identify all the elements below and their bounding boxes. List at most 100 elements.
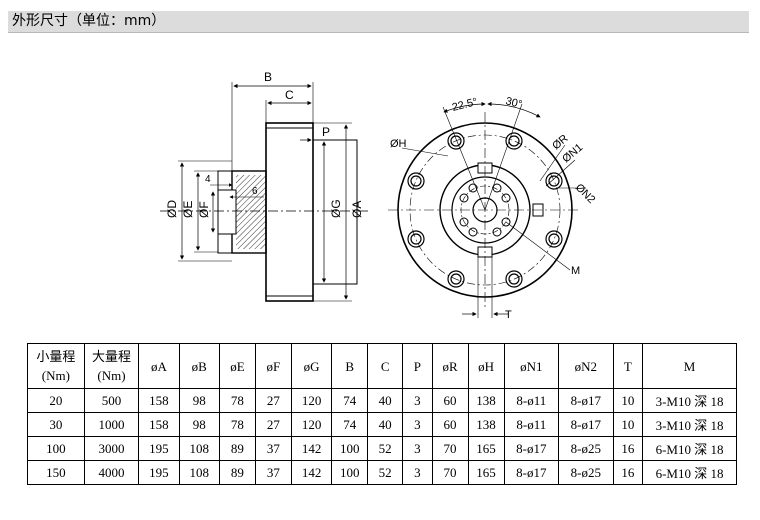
table-cell: 74 (331, 412, 369, 437)
header-B: B (331, 343, 369, 389)
table-cell: 120 (290, 412, 333, 437)
table-cell: 27 (254, 412, 292, 437)
table-cell: 3-M10 深 18 (642, 412, 737, 437)
header-large-range: 大量程(Nm) (83, 343, 140, 389)
table-cell: 158 (138, 388, 180, 413)
table-cell: 40 (367, 412, 404, 437)
table-cell: 8-ø11 (503, 388, 560, 413)
angle-22-5-label: 22.5° (451, 96, 479, 114)
table-cell: 195 (138, 436, 180, 461)
table-cell: 20 (27, 388, 85, 413)
header-B-dia: øB (178, 343, 220, 389)
header-A: øA (138, 343, 180, 389)
section-header: 外形尺寸（单位：mm） (8, 11, 749, 33)
dim-E-label: ØE (181, 201, 195, 218)
header-E: øE (218, 343, 256, 389)
table-cell: 3 (402, 460, 433, 485)
table-cell: 52 (367, 436, 404, 461)
table-cell: 89 (218, 436, 256, 461)
header-H: øH (467, 343, 505, 389)
angle-30-label: 30° (504, 95, 523, 111)
table-cell: 120 (290, 388, 333, 413)
table-cell: 158 (138, 412, 180, 437)
dim-M-label: M (571, 265, 580, 277)
header-C: C (367, 343, 404, 389)
table-cell: 138 (467, 388, 505, 413)
table-cell: 16 (612, 436, 644, 461)
table-cell: 10 (612, 388, 644, 413)
table-cell: 60 (431, 388, 469, 413)
table-cell: 3 (402, 412, 433, 437)
table-cell: 6-M10 深 18 (642, 436, 737, 461)
table-cell: 100 (331, 460, 369, 485)
spec-table: 小量程(Nm) 大量程(Nm) øA øB øE øF øG B C P øR … (27, 343, 737, 485)
table-cell: 52 (367, 460, 404, 485)
table-cell: 3000 (83, 436, 140, 461)
dim-6-label: 6 (252, 186, 258, 197)
table-cell: 1000 (83, 412, 140, 437)
header-N2: øN2 (558, 343, 614, 389)
table-cell: 3 (402, 436, 433, 461)
table-cell: 89 (218, 460, 256, 485)
table-cell: 78 (218, 388, 256, 413)
table-cell: 138 (467, 412, 505, 437)
table-cell: 98 (178, 388, 220, 413)
table-cell: 165 (467, 460, 505, 485)
front-view (388, 101, 580, 318)
table-cell: 8-ø17 (503, 460, 560, 485)
header-R: øR (431, 343, 469, 389)
flange-body (265, 122, 314, 302)
dim-T-label: T (505, 309, 512, 321)
table-cell: 108 (178, 436, 220, 461)
dim-4-label: 4 (205, 174, 211, 185)
table-cell: 150 (27, 460, 85, 485)
table-cell: 100 (331, 436, 369, 461)
table-cell: 37 (254, 460, 292, 485)
table-cell: 10 (612, 412, 644, 437)
header-P: P (402, 343, 433, 389)
table-cell: 195 (138, 460, 180, 485)
dimension-drawing: B C P 4 6 ØD ØE ØF ØG ØA (160, 70, 597, 321)
table-cell: 78 (218, 412, 256, 437)
table-cell: 8-ø17 (558, 388, 614, 413)
header-T: T (612, 343, 644, 389)
outer-bolt-holes (407, 132, 563, 288)
table-cell: 27 (254, 388, 292, 413)
table-cell: 142 (290, 460, 333, 485)
dim-F-label: ØF (197, 201, 211, 218)
table-cell: 70 (431, 460, 469, 485)
dim-H-label: ØH (390, 138, 407, 150)
table-cell: 3 (402, 388, 433, 413)
table-header-row: 小量程(Nm) 大量程(Nm) øA øB øE øF øG B C P øR … (27, 343, 737, 389)
table-cell: 8-ø11 (503, 412, 560, 437)
table-cell: 100 (27, 436, 85, 461)
header-small-range: 小量程(Nm) (27, 343, 85, 389)
dim-B-label: B (264, 70, 272, 84)
table-cell: 8-ø25 (558, 460, 614, 485)
table-cell: 6-M10 深 18 (642, 460, 737, 485)
table-cell: 40 (367, 388, 404, 413)
dim-G-label: ØG (329, 199, 343, 218)
table-cell: 165 (467, 436, 505, 461)
header-N1: øN1 (503, 343, 560, 389)
table-cell: 8-ø25 (558, 436, 614, 461)
table-cell: 8-ø17 (558, 412, 614, 437)
table-cell: 74 (331, 388, 369, 413)
header-M: M (642, 343, 737, 389)
table-cell: 3-M10 深 18 (642, 388, 737, 413)
side-view-labels: B C P 4 6 ØD ØE ØF ØG ØA (165, 70, 364, 218)
header-F: øF (254, 343, 292, 389)
table-cell: 70 (431, 436, 469, 461)
dim-C-label: C (285, 88, 294, 102)
table-cell: 37 (254, 436, 292, 461)
table-cell: 108 (178, 460, 220, 485)
dim-D-label: ØD (165, 200, 179, 218)
dim-A-label: ØA (350, 201, 364, 218)
table-cell: 142 (290, 436, 333, 461)
table-cell: 8-ø17 (503, 436, 560, 461)
table-cell: 60 (431, 412, 469, 437)
